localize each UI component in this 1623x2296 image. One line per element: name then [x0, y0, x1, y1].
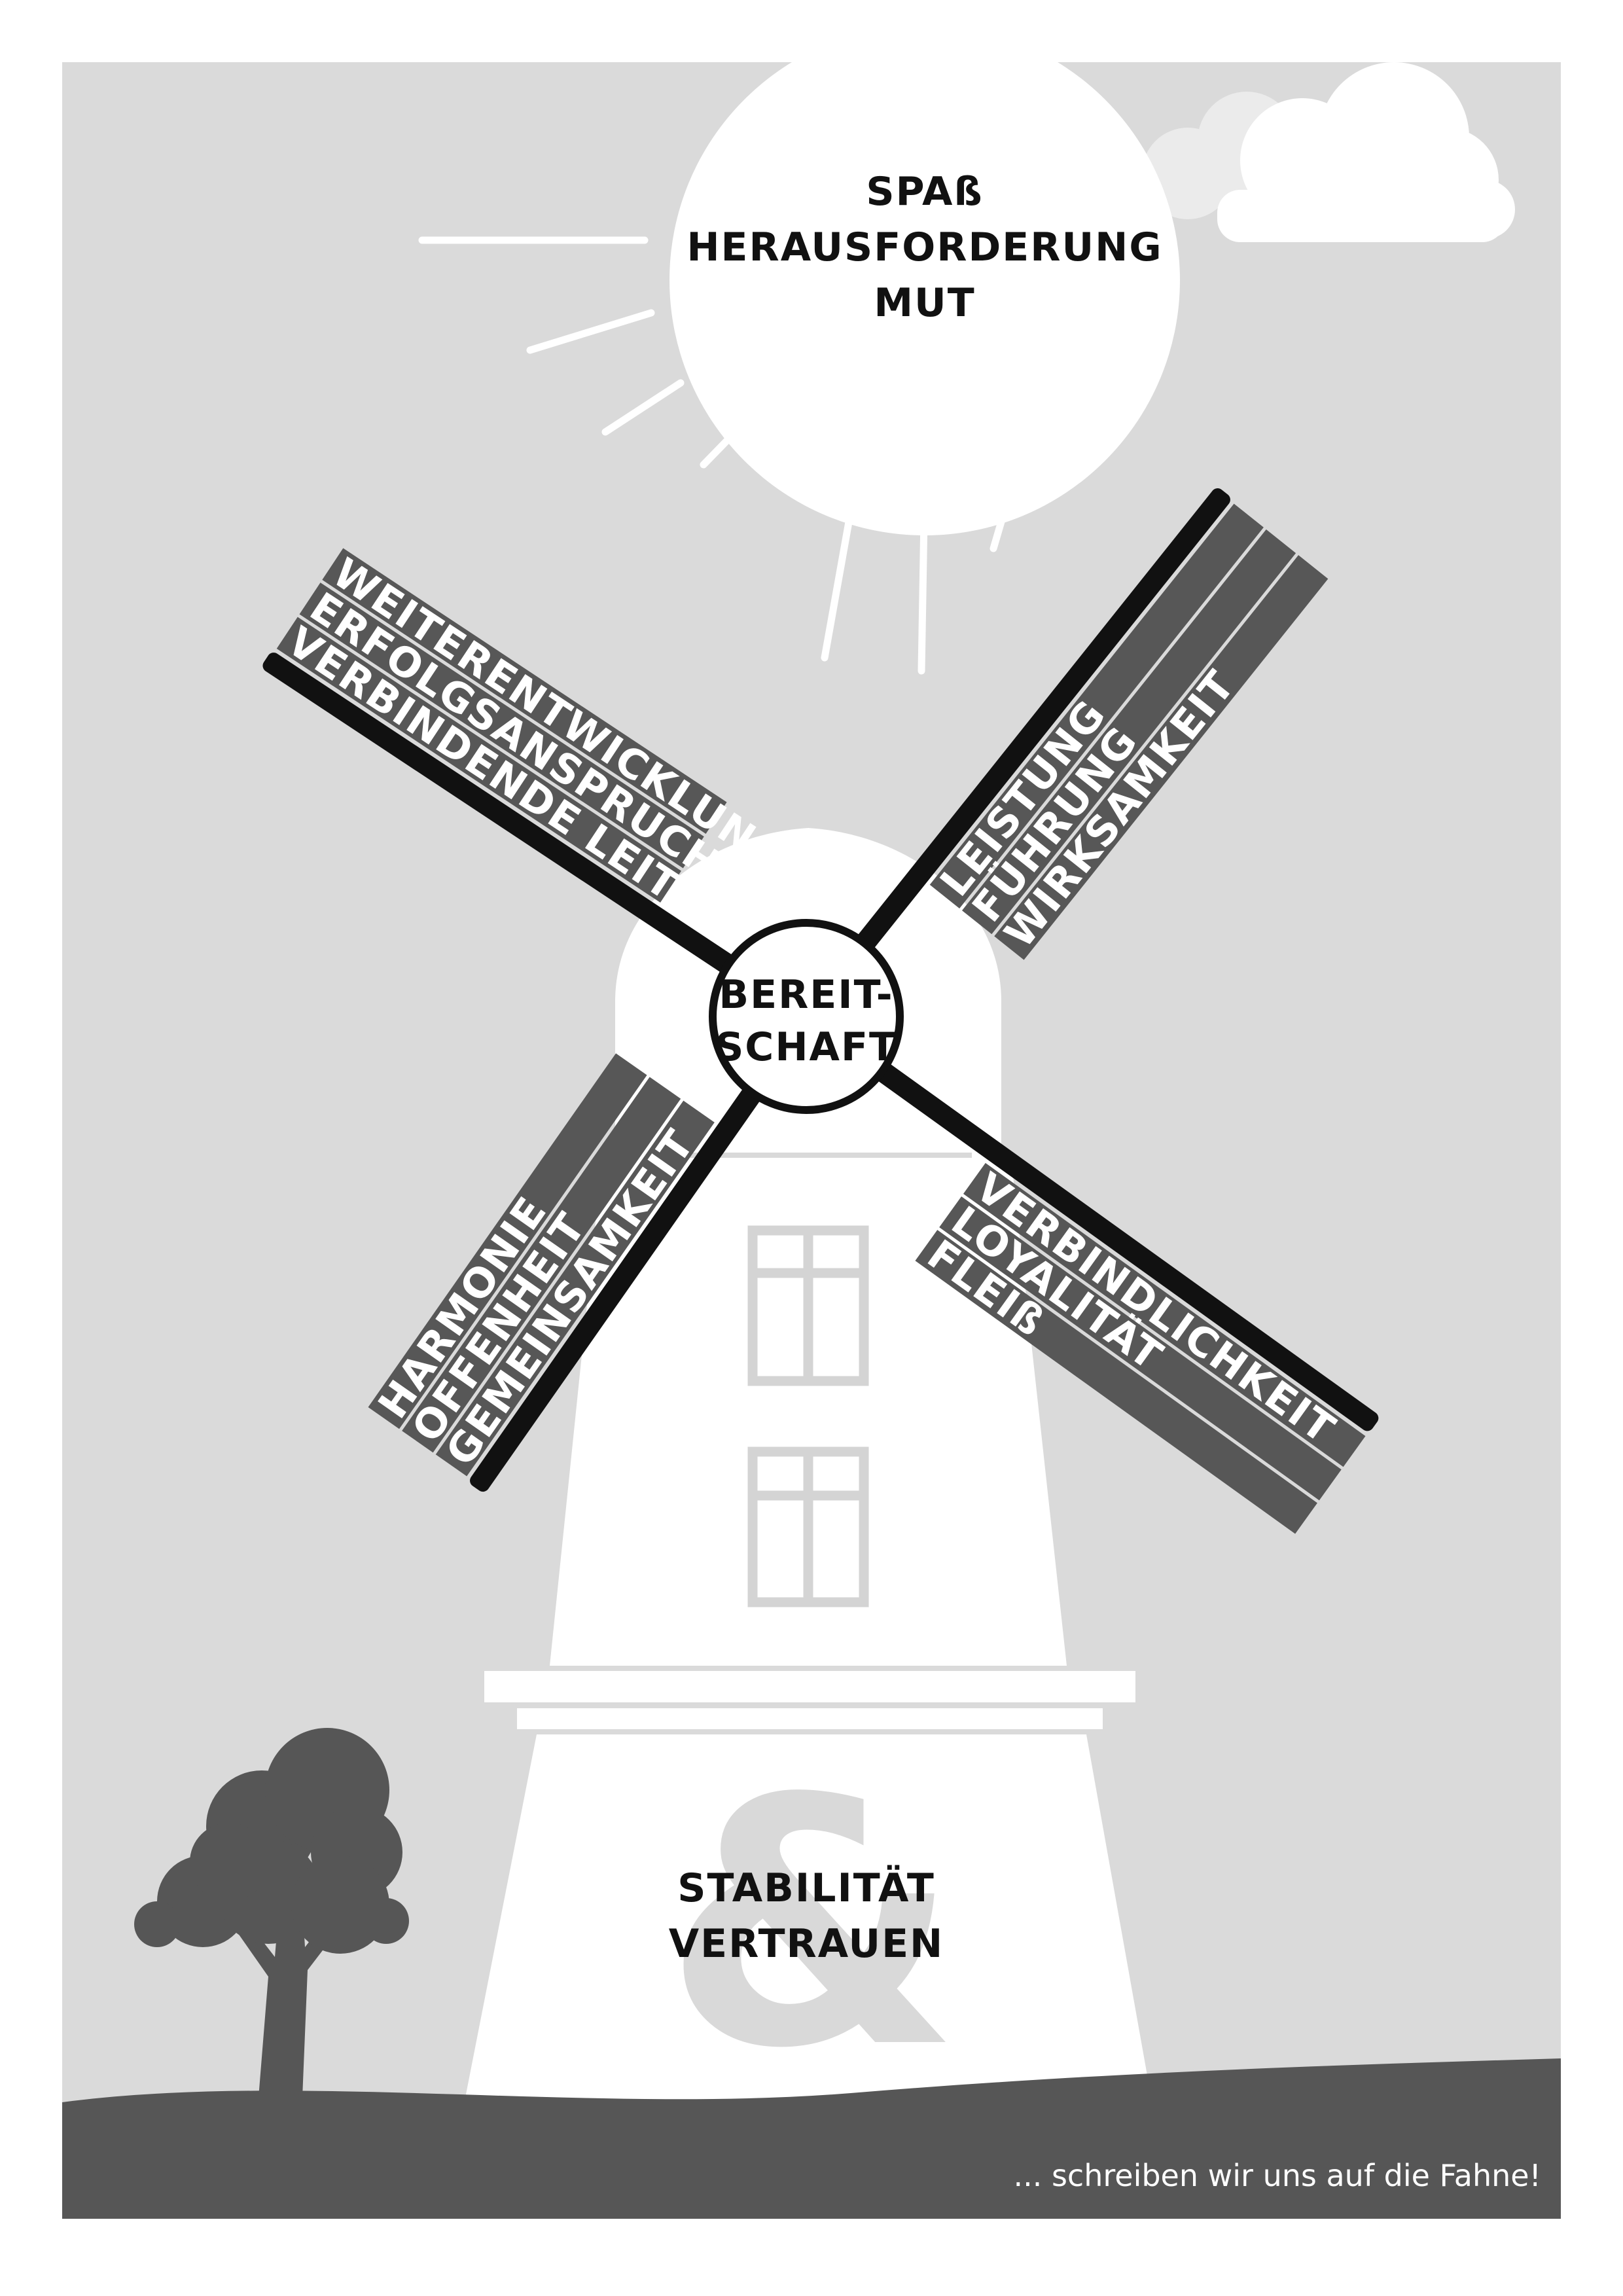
- cloud-icon: [1217, 62, 1515, 242]
- blade-top-left-spar: [262, 653, 772, 997]
- window-icon: [747, 1225, 869, 1386]
- window-icon: [747, 1446, 869, 1607]
- ground-hill: [62, 2058, 1561, 2219]
- blade-bottom-right: VERBINDLICHKEIT LOYALITÄT FLEIß: [840, 1037, 1379, 1534]
- base-text: STABILITÄT VERTRAUEN: [669, 1864, 944, 1967]
- tagline: ... schreiben wir uns auf die Fahne!: [1013, 2158, 1541, 2193]
- blade-bottom-left-spar: [470, 1050, 787, 1492]
- blade-top-left: WEITERENTWICKLUNG ERFOLGSANSPRUCH VERBIN…: [262, 548, 821, 998]
- windmill-ledge: [484, 1671, 1135, 1702]
- sun-rays: [418, 236, 1008, 675]
- hub-line-1: BEREIT-: [719, 972, 893, 1018]
- sun-line-2: HERAUSFORDERUNG: [687, 224, 1162, 270]
- blade-top-right-spar: [829, 488, 1230, 985]
- sun-line-1: SPAß: [866, 169, 983, 215]
- hub-line-2: SCHAFT: [715, 1024, 897, 1070]
- blade-bottom-right-spar: [840, 1037, 1379, 1431]
- blade-top-right-sail: LEISTUNG FÜHRUNG WIRKSAMKEIT: [929, 503, 1329, 960]
- windmill-tower-lower: [465, 1734, 1152, 2101]
- base-line-2: VERTRAUEN: [669, 1921, 944, 1967]
- ampersand-watermark: &: [663, 1726, 959, 2123]
- sun: [669, 25, 1180, 535]
- base-line-1: STABILITÄT: [677, 1864, 935, 1911]
- hub-text: BEREIT- SCHAFT: [715, 972, 897, 1070]
- blade-top-right: LEISTUNG FÜHRUNG WIRKSAMKEIT: [829, 488, 1329, 985]
- windmill-ledge-lower: [517, 1708, 1103, 1729]
- hub: [709, 919, 904, 1114]
- sun-text: SPAß HERAUSFORDERUNG MUT: [687, 169, 1162, 326]
- blade-top-left-sail: WEITERENTWICKLUNG ERFOLGSANSPRUCH VERBIN…: [276, 548, 821, 998]
- tree-icon: [134, 1728, 409, 2098]
- sun-line-3: MUT: [874, 280, 975, 326]
